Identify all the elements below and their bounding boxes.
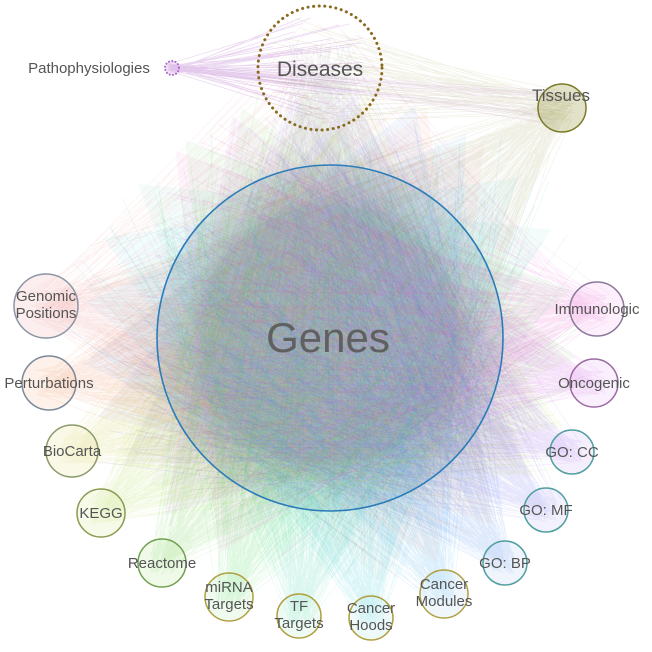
node-labels: Genes Pathophysiologies DiseasesTissuesGen… (4, 58, 640, 634)
edge-bundle-tissues-diseases (270, 17, 577, 123)
edge-fan-perturbations-genes (49, 109, 494, 525)
node-label-go_mf: GO: MF (519, 502, 572, 519)
edge-bundle-immunologic-genes (137, 135, 611, 556)
node-mirna_targets[interactable] (204, 572, 254, 622)
edge-bundle-pathophysiologies-diseases (167, 17, 375, 120)
node-biocarta[interactable] (45, 424, 99, 478)
node-label-diseases: Diseases (277, 58, 363, 81)
node-kegg[interactable] (76, 488, 126, 538)
edge-bundle-perturbations-genes (35, 97, 517, 536)
edge-bundle-biocarta-genes (58, 91, 535, 503)
edge-fan-genomic_positions-genes (46, 143, 485, 563)
node-label-genes: Genes (266, 314, 390, 361)
edge-bundles (26, 17, 611, 629)
node-genomic_positions[interactable] (13, 273, 79, 339)
edge-fan-reactome-genes (162, 107, 576, 563)
node-immunologic[interactable] (569, 281, 625, 337)
edge-fans (46, 90, 597, 619)
node-circles (13, 4, 625, 641)
edge-bundle-go_bp-genes (89, 122, 517, 574)
node-tf_targets[interactable] (276, 593, 322, 639)
node-genes[interactable] (156, 164, 504, 512)
node-label-pathophysiologies: Pathophysiologies (28, 60, 150, 77)
node-reactome[interactable] (137, 538, 187, 588)
node-label-kegg: KEGG (79, 505, 122, 522)
node-label-biocarta: BioCarta (43, 443, 102, 460)
edge-fan-mirna_targets-genes (185, 139, 572, 597)
edge-fan-go_bp-genes (83, 105, 505, 563)
node-label-tissues: Tissues (532, 86, 590, 105)
edge-fan-tf_targets-genes (138, 183, 552, 616)
edge-bundle-oncogenic-genes (133, 124, 606, 526)
node-oncogenic[interactable] (569, 358, 619, 408)
node-label-reactome: Reactome (128, 555, 196, 572)
node-pathophysiologies[interactable] (164, 60, 180, 76)
node-go_bp[interactable] (482, 540, 528, 586)
node-label-immunologic: Immunologic (554, 301, 640, 318)
edge-fan-oncogenic-genes (164, 115, 594, 516)
edge-fan-cancer_hoods-genes (103, 177, 519, 619)
edge-fan-kegg-genes (101, 90, 563, 513)
edge-bundle-kegg-genes (88, 92, 564, 525)
edge-bundle-mirna_targets-genes (157, 132, 580, 609)
edge-bundle-tf_targets-genes (122, 146, 582, 627)
center-fill (157, 165, 503, 511)
node-label-perturbations: Perturbations (4, 375, 93, 392)
edge-fan-immunologic-genes (175, 150, 597, 555)
edge-bundle-tissues-genes (88, 96, 575, 575)
edge-fan-cancer_modules-genes (86, 132, 467, 594)
node-cancer_modules[interactable] (419, 569, 469, 619)
edge-fan-go_mf-genes (97, 94, 547, 510)
edge-bundle-cancer_modules-genes (62, 133, 502, 607)
edge-bundle-genomic_positions-genes (30, 125, 532, 577)
node-label-go_bp: GO: BP (479, 555, 531, 572)
node-go_mf[interactable] (523, 487, 569, 533)
node-cancer_hoods[interactable] (348, 595, 394, 641)
node-diseases[interactable] (256, 4, 384, 132)
node-go_cc[interactable] (549, 429, 595, 475)
edge-bundle-genomic_positions-diseases (26, 18, 368, 326)
node-label-oncogenic: Oncogenic (558, 375, 630, 392)
edge-bundle-go_mf-genes (95, 96, 558, 522)
edge-bundle-go_cc-genes (118, 116, 583, 491)
node-tissues[interactable] (537, 83, 587, 133)
edge-bundle-cancer_hoods-genes (75, 144, 550, 629)
edge-bundle-diseases-genes (131, 38, 562, 533)
node-genes-fill (157, 165, 503, 511)
edge-bundle-reactome-genes (149, 94, 584, 575)
edge-bundle-immunologic-diseases (266, 22, 610, 324)
edge-bundle-pathophysiologies-tissues (167, 64, 578, 125)
edge-fan-go_cc-genes (123, 98, 572, 465)
edge-fan-biocarta-genes (72, 93, 535, 477)
node-label-go_cc: GO: CC (545, 444, 599, 461)
node-perturbations[interactable] (21, 355, 77, 411)
